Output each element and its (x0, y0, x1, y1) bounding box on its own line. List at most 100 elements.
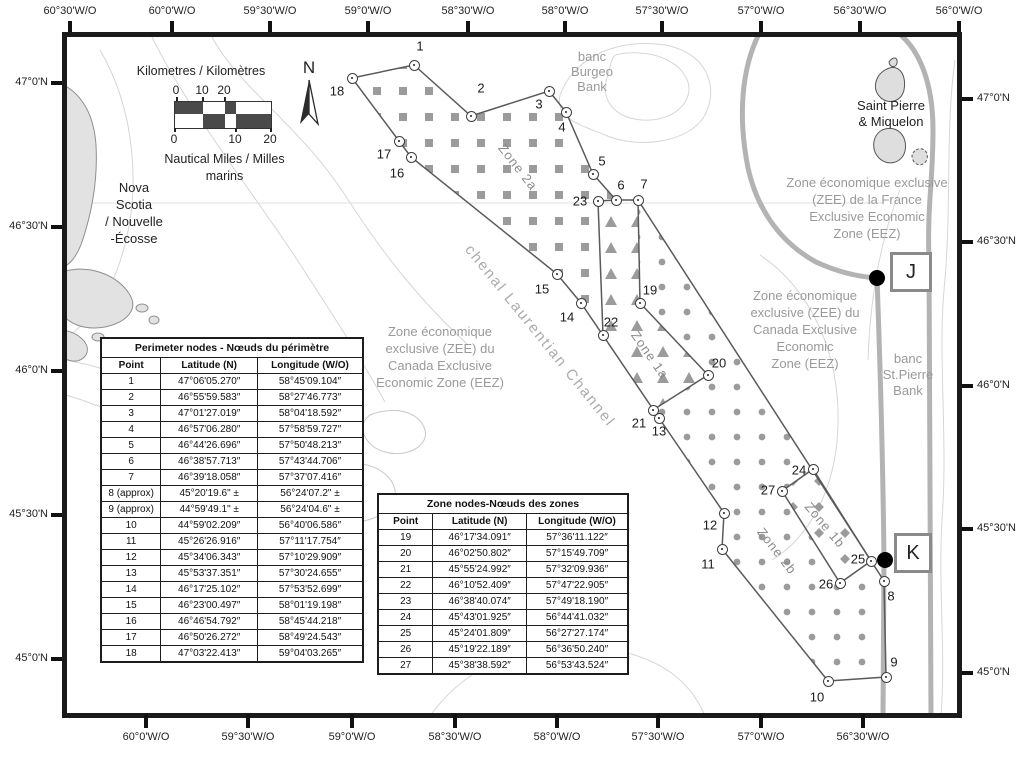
bottom-axis-tick (350, 714, 354, 728)
top-axis-tick (660, 21, 664, 32)
map-node-2 (465, 110, 477, 122)
scalebar-km-number: 10 (195, 83, 209, 97)
table-cell: 46°46'54.792″ (160, 613, 259, 630)
table-cell: 23 (377, 593, 434, 610)
map-node-label-6: 6 (617, 177, 625, 193)
map-node-label-26: 26 (818, 576, 834, 592)
right-axis-tick (962, 240, 973, 244)
table-cell: 46°10'52.409″ (432, 577, 527, 594)
top-axis-label: 58°30'W/O (441, 5, 495, 17)
map-node-label-27: 27 (760, 482, 776, 498)
map-node-label-8: 8 (887, 588, 895, 604)
table-cell: 46°23'00.497″ (160, 597, 259, 614)
eez-boundary-lines (739, 34, 936, 716)
top-axis-tick (563, 21, 567, 32)
table-cell: 57°36'11.122″ (525, 529, 629, 546)
table-cell: 57°32'09.936″ (525, 561, 629, 578)
map-node-label-20: 20 (711, 355, 727, 371)
map-node-label-11: 11 (701, 556, 715, 572)
map-node-4 (560, 106, 572, 118)
table-cell: 7 (100, 469, 162, 486)
point-k-dot (877, 552, 893, 568)
bottom-axis-tick (144, 714, 148, 728)
top-axis-label: 60°30'W/O (43, 5, 97, 17)
top-axis-label: 59°30'W/O (243, 5, 297, 17)
table-cell: 11 (100, 533, 162, 550)
scalebar-km-tick (224, 97, 226, 101)
right-axis-label: 45°0'N (977, 666, 1010, 678)
bottom-axis-tick (555, 714, 559, 728)
map-node-21 (647, 404, 659, 416)
table-cell: 46°17'25.102″ (160, 581, 259, 598)
top-axis-label: 60°0'W/O (148, 5, 196, 17)
table-cell: 57°49'18.190″ (525, 593, 629, 610)
map-node-5 (587, 168, 599, 180)
map-node-label-15: 15 (534, 281, 550, 297)
table-cell: 46°57'06.280″ (160, 421, 259, 438)
table-cell: 57°37'07.416″ (257, 469, 364, 486)
label-st-pierre-bank: banc St.Pierre Bank (882, 351, 934, 398)
table-cell: 17 (100, 629, 162, 646)
point-k-box: K (894, 533, 932, 573)
map-node-label-16: 16 (389, 165, 405, 181)
table-cell: 57°43'44.706″ (257, 453, 364, 470)
north-arrow-icon (300, 79, 320, 127)
map-node-label-3: 3 (535, 96, 543, 112)
map-node-label-9: 9 (890, 654, 898, 670)
top-axis-tick (957, 21, 961, 32)
bottom-axis-tick (861, 714, 865, 728)
table-row: 8 (approx)45°20'19.6" ±56°24'07.2" ± (100, 485, 364, 502)
table-title: Zone nodes-Nœuds des zones (377, 493, 629, 514)
table-cell: 57°15'49.709″ (525, 545, 629, 562)
table-cell: 45°34'06.343″ (160, 549, 259, 566)
table-cell: 46°55'59.583″ (160, 389, 259, 406)
bottom-axis-label: 58°30'W/O (428, 731, 482, 743)
table-cell: 58°01'19.198″ (257, 597, 364, 614)
scalebar-nm-number: 0 (170, 132, 178, 146)
table-cell: 46°38'57.713″ (160, 453, 259, 470)
bottom-axis-tick (246, 714, 250, 728)
map-node-label-14: 14 (559, 309, 575, 325)
map-node-6 (610, 194, 622, 206)
bottom-axis-label: 60°0'W/O (122, 731, 170, 743)
scalebar-km-number: 20 (217, 83, 231, 97)
bottom-axis-tick (656, 714, 660, 728)
table-cell: 57°30'24.655″ (257, 565, 364, 582)
map-node-label-10: 10 (809, 689, 825, 705)
table-cell: 19 (377, 529, 434, 546)
scalebar (174, 101, 272, 129)
table-cell: 45°53'37.351″ (160, 565, 259, 582)
right-axis-label: 45°30'N (977, 522, 1016, 534)
map-node-18 (346, 72, 358, 84)
bottom-axis-label: 59°30'W/O (221, 731, 275, 743)
map-node-25 (865, 555, 877, 567)
map-node-24 (807, 463, 819, 475)
table-cell: 56°53'43.524″ (525, 657, 629, 675)
left-axis-label: 45°0'N (15, 652, 48, 664)
map-node-1 (408, 59, 420, 71)
map-node-label-19: 19 (642, 282, 658, 298)
bottom-axis-tick (453, 714, 457, 728)
table-cell: 57°58'59.727″ (257, 421, 364, 438)
table-cell: 1 (100, 373, 162, 390)
map-node-label-2: 2 (477, 80, 485, 96)
table-cell: 18 (100, 645, 162, 663)
map-node-label-21: 21 (631, 415, 647, 431)
table-cell: 45°24'01.809″ (432, 625, 527, 642)
label-saint-pierre-miquelon: Saint Pierre & Miquelon (857, 98, 925, 129)
scalebar-nm-tick (270, 128, 272, 132)
